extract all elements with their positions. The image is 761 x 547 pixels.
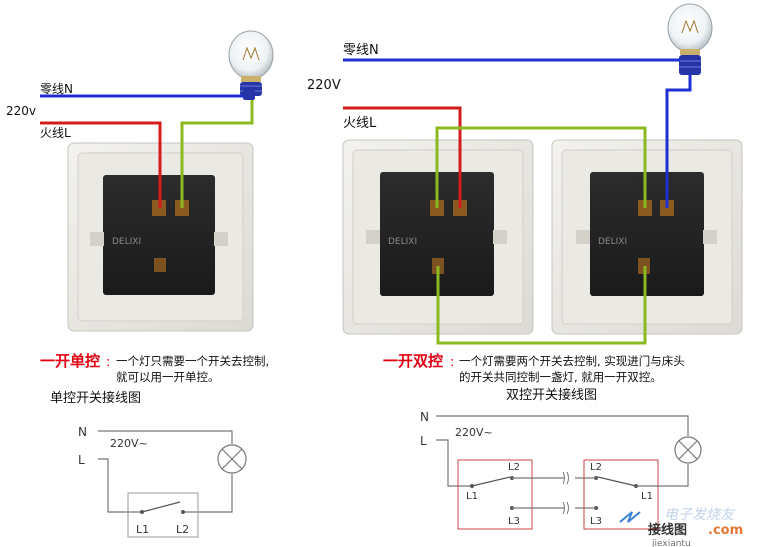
single-L-label: L xyxy=(78,453,85,467)
left-neutral-label: 零线N xyxy=(40,82,73,96)
right-traveler-wire-2 xyxy=(436,266,647,345)
right-voltage-label: 220V xyxy=(307,78,341,93)
single-N-label: N xyxy=(78,425,87,439)
double-L-label: L xyxy=(420,434,427,448)
left-live-label: 火线L xyxy=(40,126,71,140)
single-caption-line-1: 一个灯只需要一个开关去控制, xyxy=(116,354,269,368)
watermark-text-2: 接线图 xyxy=(648,522,687,538)
single-lamp-icon xyxy=(217,444,247,474)
double-lamp-icon xyxy=(674,436,702,464)
lightning-icon xyxy=(619,511,641,523)
switch-b-L1-label: L1 xyxy=(641,491,653,502)
double-voltage-label: 220V~ xyxy=(455,426,493,439)
switch-b-L3-label: L3 xyxy=(590,516,602,527)
single-schematic: 单控开关接线图 N L 220V~ L1 L2 xyxy=(50,390,247,538)
right-live-label: 火线L xyxy=(343,116,377,131)
watermark-text-1: 电子发烧友 xyxy=(664,507,736,523)
double-N-label: N xyxy=(420,410,429,424)
right-bulb-icon xyxy=(667,3,713,75)
switch-a-L2-label: L2 xyxy=(508,462,520,473)
switch-a-L3-label: L3 xyxy=(508,516,520,527)
single-L2-label: L2 xyxy=(176,523,189,536)
double-schematic: 双控开关接线图 N L 220V~ L2 L1 L3 L2 L1 L3 xyxy=(420,387,702,530)
double-caption: 一开双控 : 一个灯需要两个开关去控制, 实现进门与床头 的开关共同控制一盏灯,… xyxy=(383,352,685,384)
plate-a-brand-label: DELIXI xyxy=(388,237,417,247)
left-voltage-label: 220v xyxy=(6,104,36,118)
single-caption: 一开单控 : 一个灯只需要一个开关去控制, 就可以用一开单控。 xyxy=(40,352,269,384)
watermark-logo: 电子发烧友 接线图 .com jiexiantu xyxy=(619,507,743,547)
double-caption-title: 一开双控 xyxy=(383,352,443,370)
right-traveler-wire-1 xyxy=(435,126,647,208)
double-caption-line-2: 的开关共同控制一盏灯, 就用一开双控。 xyxy=(459,370,662,384)
left-live-wire xyxy=(40,121,162,208)
right-lamp-wire xyxy=(665,75,692,208)
left-bulb-icon xyxy=(228,30,274,96)
single-caption-colon: : xyxy=(106,355,110,370)
double-schematic-heading: 双控开关接线图 xyxy=(506,387,597,403)
watermark-com: .com xyxy=(708,523,743,538)
single-caption-title: 一开单控 xyxy=(40,352,100,370)
switch-a-L1-label: L1 xyxy=(466,491,478,502)
single-caption-line-2: 就可以用一开单控。 xyxy=(116,370,220,384)
single-L1-label: L1 xyxy=(136,523,149,536)
right-live-wire xyxy=(343,106,462,208)
plate-b-brand-label: DELIXI xyxy=(598,237,627,247)
double-caption-line-1: 一个灯需要两个开关去控制, 实现进门与床头 xyxy=(459,354,685,368)
single-schematic-heading: 单控开关接线图 xyxy=(50,390,141,406)
single-switch-blade xyxy=(141,501,181,513)
single-switch-photo: DELIXI 零线N 220v 火线L xyxy=(6,30,274,332)
right-neutral-label: 零线N xyxy=(343,43,379,58)
watermark-url: jiexiantu xyxy=(651,539,691,547)
left-brand-label: DELIXI xyxy=(112,237,141,247)
single-voltage-label: 220V~ xyxy=(110,437,148,450)
double-caption-colon: : xyxy=(450,355,454,370)
double-switch-photo: DELIXI DELIXI 零线N 220V 火线L xyxy=(307,3,743,345)
switch-b-L2-label: L2 xyxy=(590,462,602,473)
left-switch-wire xyxy=(180,96,254,208)
